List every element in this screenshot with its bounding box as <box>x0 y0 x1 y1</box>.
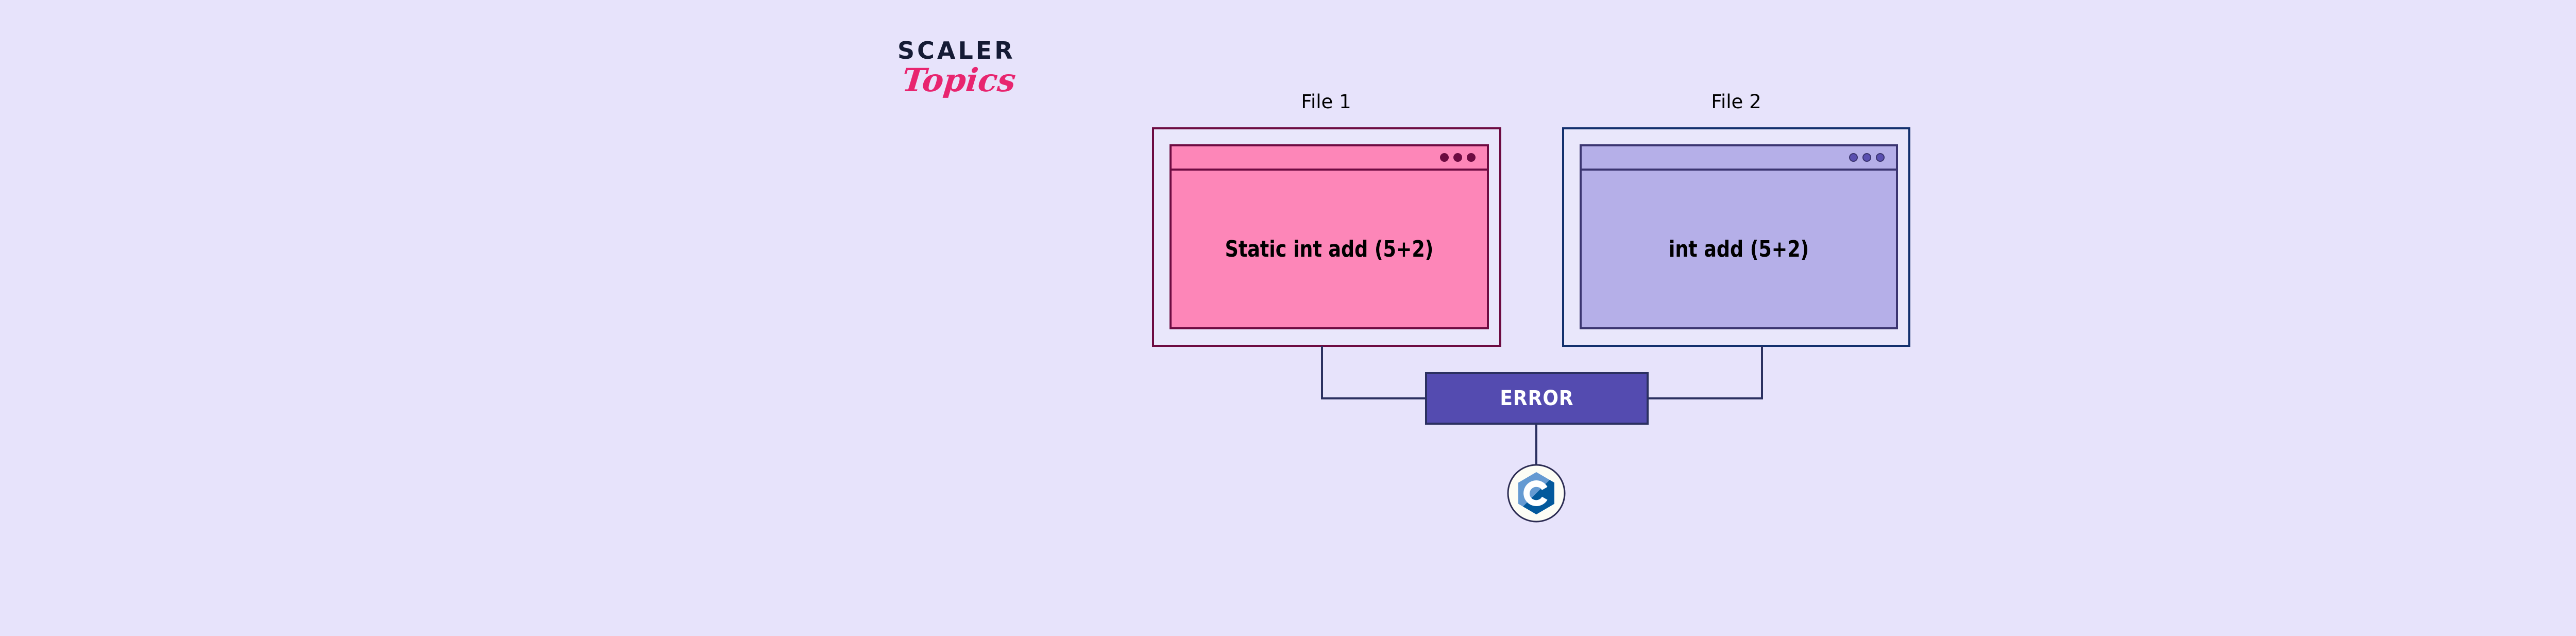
file1-window-dots <box>1440 153 1476 162</box>
window-dot-icon[interactable] <box>1453 153 1462 162</box>
logo-wordmark-topics: Topics <box>900 61 1018 99</box>
window-dot-icon[interactable] <box>1440 153 1449 162</box>
error-label: ERROR <box>1500 387 1574 410</box>
connector-file1-horizontal <box>1321 397 1427 399</box>
file1-code-text: Static int add (5+2) <box>1225 236 1434 262</box>
window-dot-icon[interactable] <box>1467 153 1476 162</box>
file2-window-frame: int add (5+2) <box>1562 127 1910 347</box>
window-dot-icon[interactable] <box>1849 153 1858 162</box>
file1-titlebar <box>1172 146 1487 171</box>
file1-code-window: Static int add (5+2) <box>1170 144 1489 329</box>
file1-window-frame: Static int add (5+2) <box>1152 127 1501 347</box>
file2-code-text: int add (5+2) <box>1668 236 1809 262</box>
window-dot-icon[interactable] <box>1862 153 1871 162</box>
logo-wordmark-scaler: SCALER <box>897 37 1015 64</box>
connector-error-to-logo <box>1535 424 1537 465</box>
file2-caption: File 2 <box>1711 91 1761 113</box>
connector-file2-horizontal <box>1647 397 1763 399</box>
file1-caption: File 1 <box>1301 91 1351 113</box>
connector-file2-vertical <box>1761 346 1763 399</box>
file1-window-body: Static int add (5+2) <box>1172 171 1487 327</box>
file2-code-window: int add (5+2) <box>1580 144 1898 329</box>
connector-file1-vertical <box>1321 346 1323 399</box>
error-node[interactable]: ERROR <box>1425 372 1649 425</box>
file2-titlebar <box>1582 146 1896 171</box>
scaler-topics-logo: SCALER Topics <box>897 39 1052 116</box>
file2-window-body: int add (5+2) <box>1582 171 1896 327</box>
file2-window-dots <box>1849 153 1885 162</box>
window-dot-icon[interactable] <box>1876 153 1885 162</box>
c-language-logo <box>1506 463 1566 523</box>
